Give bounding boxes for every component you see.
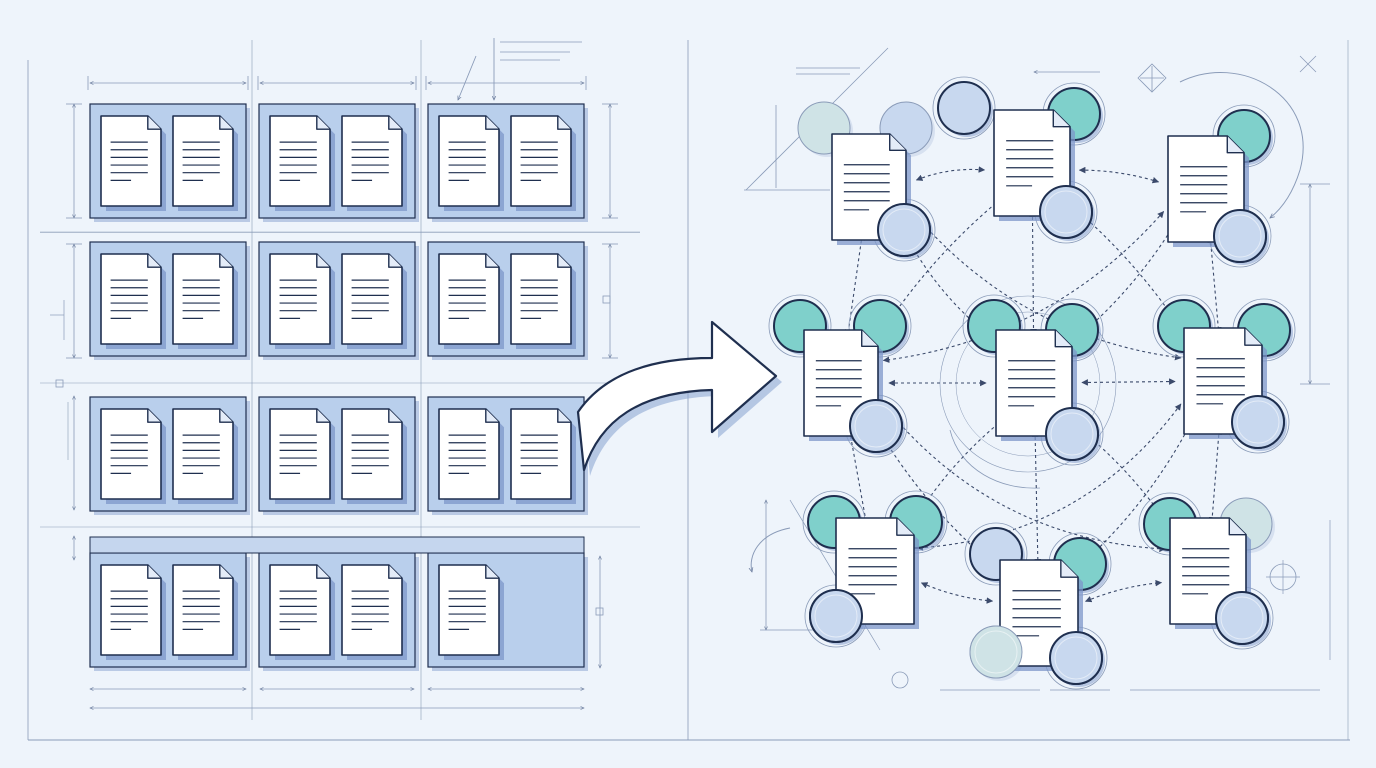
grid-cell (427, 396, 588, 515)
network-node (964, 522, 1112, 690)
grid-cell (89, 241, 250, 360)
dashed-link (882, 211, 1165, 363)
guide-diamond (1137, 63, 1167, 93)
circle-node (877, 203, 931, 257)
dashed-link (1208, 428, 1223, 524)
document-icon (993, 109, 1075, 221)
curved-arrow-right (576, 320, 778, 472)
dashed-link (915, 166, 986, 181)
grid-cell (427, 241, 588, 360)
document-icon (172, 408, 238, 504)
network-node (932, 76, 1106, 244)
grid-cell (258, 103, 419, 222)
grid-cell (89, 103, 250, 222)
dashed-link (1207, 236, 1222, 334)
document-icon (172, 253, 238, 349)
network-node (1152, 294, 1296, 454)
grid-cell (427, 103, 588, 222)
circle-node (1049, 631, 1103, 685)
document-icon (269, 115, 335, 211)
document-icon (341, 408, 407, 504)
document-icon (510, 253, 576, 349)
circle-node (1213, 209, 1267, 263)
circle-node (809, 589, 863, 643)
document-icon (438, 115, 504, 211)
circle-node (969, 625, 1023, 679)
dashed-link (847, 429, 869, 525)
circle-node (1231, 395, 1285, 449)
circle-node (932, 76, 996, 140)
grid-cell (258, 396, 419, 515)
document-icon (100, 253, 166, 349)
circle-node (1215, 591, 1269, 645)
grid-cell (258, 241, 419, 360)
document-icon (341, 564, 407, 660)
document-icon (269, 253, 335, 349)
document-icon (510, 408, 576, 504)
guide-circle (891, 671, 909, 689)
transform-arrow (576, 320, 782, 476)
guide-tick (55, 379, 64, 388)
dashed-link (1078, 166, 1160, 184)
document-icon (269, 564, 335, 660)
document-icon (438, 253, 504, 349)
circle-node (849, 399, 903, 453)
network-node (1167, 104, 1276, 268)
document-icon (438, 408, 504, 504)
circle-node (1045, 407, 1099, 461)
document-icon (172, 115, 238, 211)
dashed-link (1084, 579, 1163, 603)
guide-tick (595, 607, 604, 616)
document-icon (100, 564, 166, 660)
network-node (962, 294, 1104, 466)
document-icon (100, 115, 166, 211)
network-node (802, 490, 948, 648)
guide-tick (602, 295, 611, 304)
document-network (768, 76, 1296, 690)
guide-line (1299, 55, 1317, 73)
guide-line (458, 55, 477, 100)
guide-arc (751, 527, 791, 572)
document-icon (269, 408, 335, 504)
grid-header-band (89, 536, 585, 554)
network-node (1138, 492, 1275, 650)
network-node (768, 294, 912, 458)
grid-cell (89, 552, 250, 671)
grid-cell (258, 552, 419, 671)
circle-node (1039, 185, 1093, 239)
dashed-link (920, 582, 994, 604)
grid-cell (89, 396, 250, 515)
document-icon (100, 408, 166, 504)
document-icon (510, 115, 576, 211)
document-icon (172, 564, 238, 660)
grid-cell (427, 552, 588, 671)
network-node (797, 101, 936, 262)
document-icon (995, 329, 1077, 441)
document-grid (89, 103, 588, 671)
guide-arc (1179, 72, 1304, 218)
document-icon (438, 564, 504, 660)
document-icon (341, 253, 407, 349)
document-icon (341, 115, 407, 211)
